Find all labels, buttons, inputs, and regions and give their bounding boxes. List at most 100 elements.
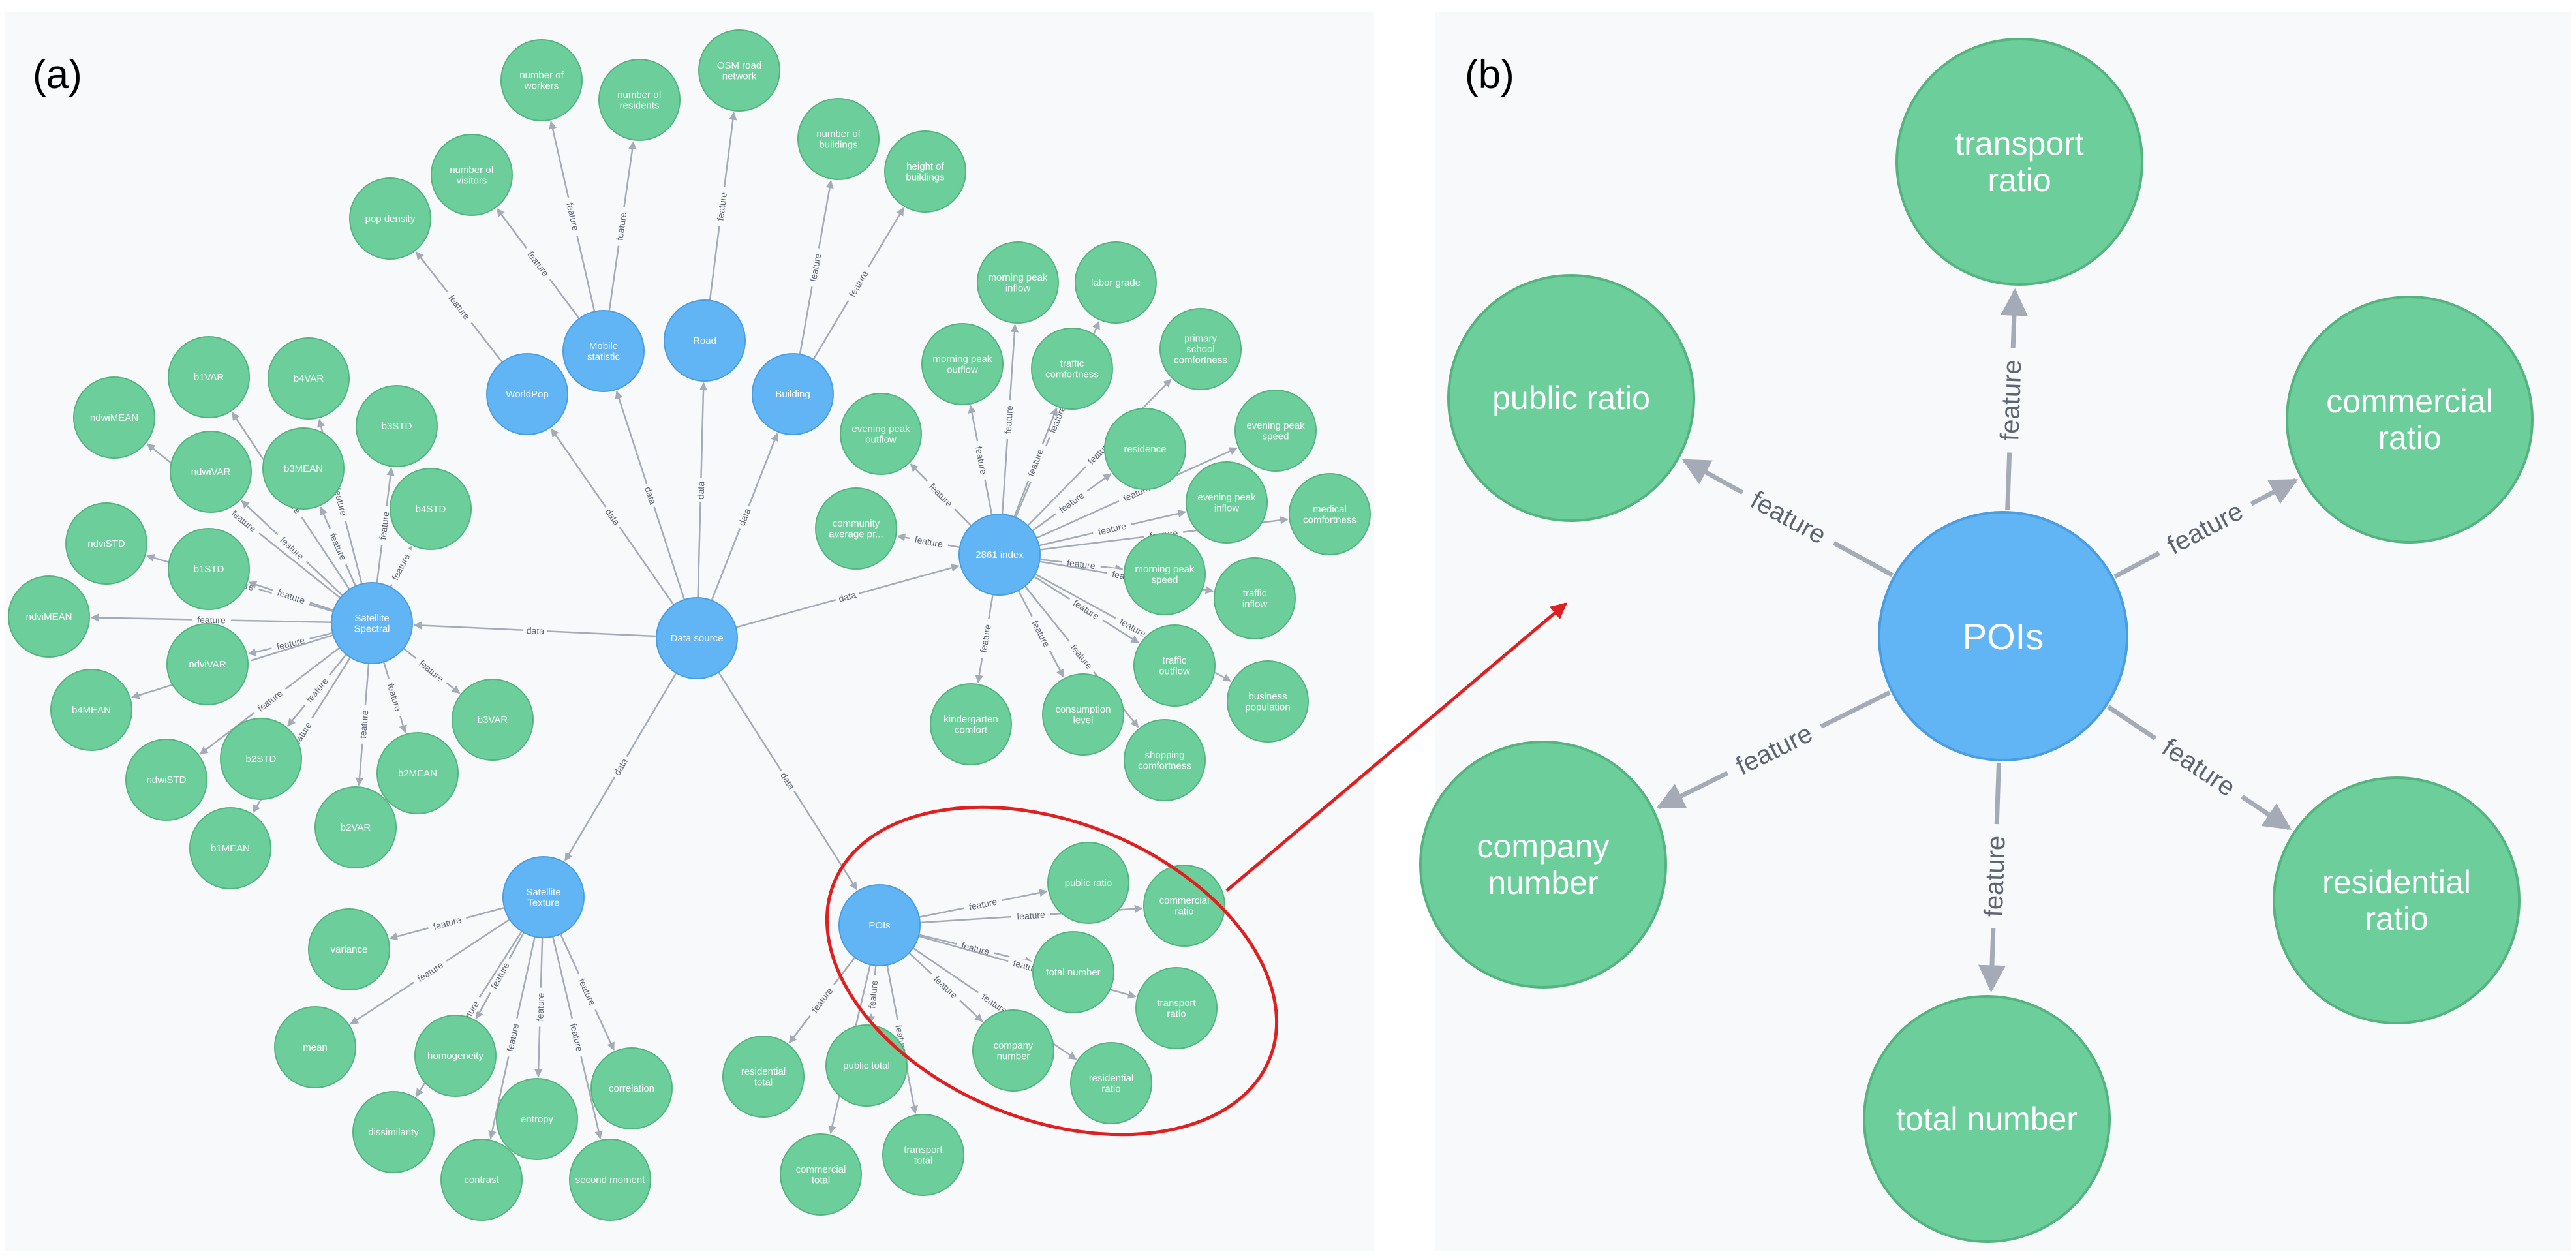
node-pop-density[interactable]: pop density <box>349 177 431 260</box>
node-residence[interactable]: residence <box>1104 408 1186 490</box>
node-pois[interactable]: POIs <box>838 884 921 966</box>
node-b4var[interactable]: b4VAR <box>268 337 350 420</box>
node-a-total-number[interactable]: total number <box>1032 931 1114 1013</box>
edge-label-index2861-morning_peak_outflow-background <box>972 440 991 481</box>
edge-label-data_source-road-background <box>694 478 707 503</box>
node-label-contrast: contrast <box>464 1174 499 1186</box>
node-mean[interactable]: mean <box>274 1006 356 1088</box>
node-circle-b-transport-ratio <box>1895 38 2143 286</box>
node-b-pois[interactable]: POIs <box>1878 511 2128 761</box>
node-b2std[interactable]: b2STD <box>220 718 302 800</box>
node-b3var[interactable]: b3VAR <box>452 679 534 761</box>
node-b-total-number[interactable]: total number <box>1863 995 2111 1243</box>
node-label-pop-density: pop density <box>365 213 416 224</box>
node-variance[interactable]: variance <box>308 908 390 990</box>
node-label-pois: POIs <box>868 920 890 931</box>
node-public-total[interactable]: public total <box>825 1024 908 1107</box>
node-a-public-ratio[interactable]: public ratio <box>1047 842 1129 924</box>
node-data-source[interactable]: Data source <box>656 597 738 679</box>
node-b1var[interactable]: b1VAR <box>168 336 250 418</box>
edge-label-data_source-sat_texture-background <box>609 753 632 780</box>
node-second-moment[interactable]: second moment <box>569 1139 651 1221</box>
node-b4std[interactable]: b4STD <box>390 468 472 550</box>
node-b2mean[interactable]: b2MEAN <box>376 732 459 814</box>
node-building[interactable]: Building <box>752 353 834 435</box>
node-ndvivar[interactable]: ndviVAR <box>166 623 249 705</box>
node-ndvimean[interactable]: ndviMEAN <box>8 575 90 658</box>
edge-label-data_source-building-background <box>735 504 754 530</box>
node-circle-num-workers <box>500 39 583 121</box>
node-b3mean[interactable]: b3MEAN <box>262 427 345 510</box>
node-contrast[interactable]: contrast <box>440 1139 523 1221</box>
node-correlation[interactable]: correlation <box>590 1047 673 1129</box>
edge-label-sat_spectral-b2MEAN-background <box>383 677 406 718</box>
node-dissimilarity[interactable]: dissimilarity <box>352 1091 435 1173</box>
node-worldpop[interactable]: WorldPop <box>486 353 568 435</box>
node-label-ndvivar: ndviVAR <box>189 659 226 670</box>
node-entropy[interactable]: entropy <box>496 1078 578 1160</box>
node-b4mean[interactable]: b4MEAN <box>50 669 132 751</box>
edge-label-index2861-labor_grade-background <box>1044 399 1071 440</box>
node-homogeneity[interactable]: homogeneity <box>414 1015 497 1097</box>
node-label-road: Road <box>693 335 716 346</box>
node-circle-b4var <box>268 337 350 420</box>
edge-label-index2861-morning_peak_inflow: feature <box>1002 405 1015 435</box>
node-road[interactable]: Road <box>664 299 746 382</box>
node-labor-grade[interactable]: labor grade <box>1075 241 1157 324</box>
node-ndwistd[interactable]: ndwiSTD <box>125 739 207 821</box>
node-b1mean[interactable]: b1MEAN <box>189 807 271 889</box>
node-ndwimean[interactable]: ndwiMEAN <box>73 376 155 459</box>
node-index2861[interactable]: 2861 index <box>958 514 1041 596</box>
node-b1std[interactable]: b1STD <box>168 528 250 610</box>
node-circle-height-buildings <box>884 130 966 213</box>
node-ndwivar[interactable]: ndwiVAR <box>170 431 252 513</box>
node-ndvistd[interactable]: ndviSTD <box>65 502 147 585</box>
node-circle-traffic-outflow <box>1133 624 1216 707</box>
node-b2var[interactable]: b2VAR <box>314 786 397 868</box>
node-b3std[interactable]: b3STD <box>356 385 438 467</box>
node-b-public-ratio[interactable]: public ratio <box>1447 274 1695 522</box>
